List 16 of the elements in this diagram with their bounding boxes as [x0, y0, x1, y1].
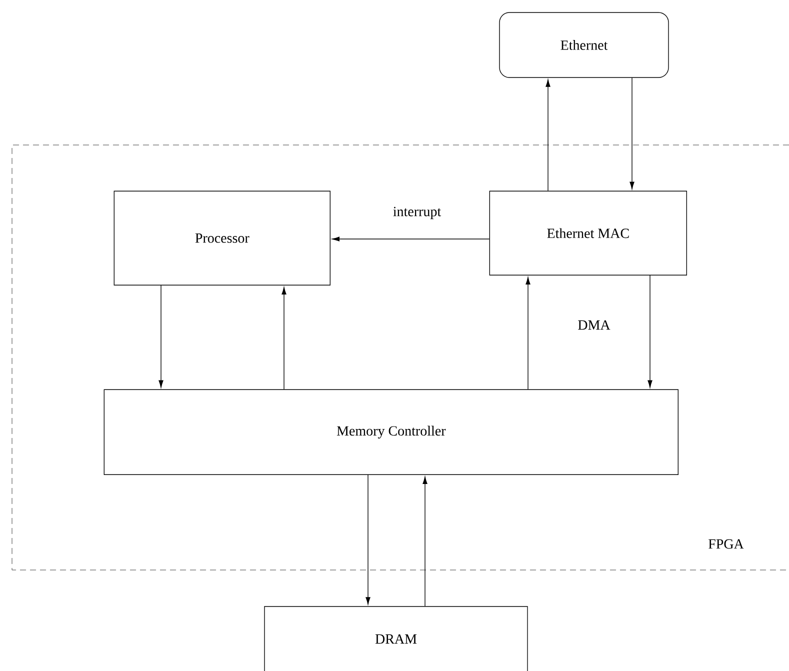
edge-label: interrupt	[392, 206, 442, 220]
arrow	[332, 236, 490, 242]
process-box: Ethernet MAC	[489, 190, 687, 276]
arrow	[526, 277, 530, 390]
arrow	[158, 285, 164, 388]
process-box: Memory Controller	[104, 389, 678, 475]
process-box: Processor	[114, 190, 331, 286]
process-box: DRAM	[264, 606, 528, 671]
arrow	[546, 79, 550, 192]
arrow	[366, 474, 370, 605]
arrow	[282, 287, 286, 390]
arrow	[422, 476, 428, 606]
arrow	[630, 78, 634, 190]
rounded-box: Ethernet	[499, 12, 669, 78]
signal-label: DMA	[578, 320, 610, 330]
arrow	[648, 275, 652, 388]
